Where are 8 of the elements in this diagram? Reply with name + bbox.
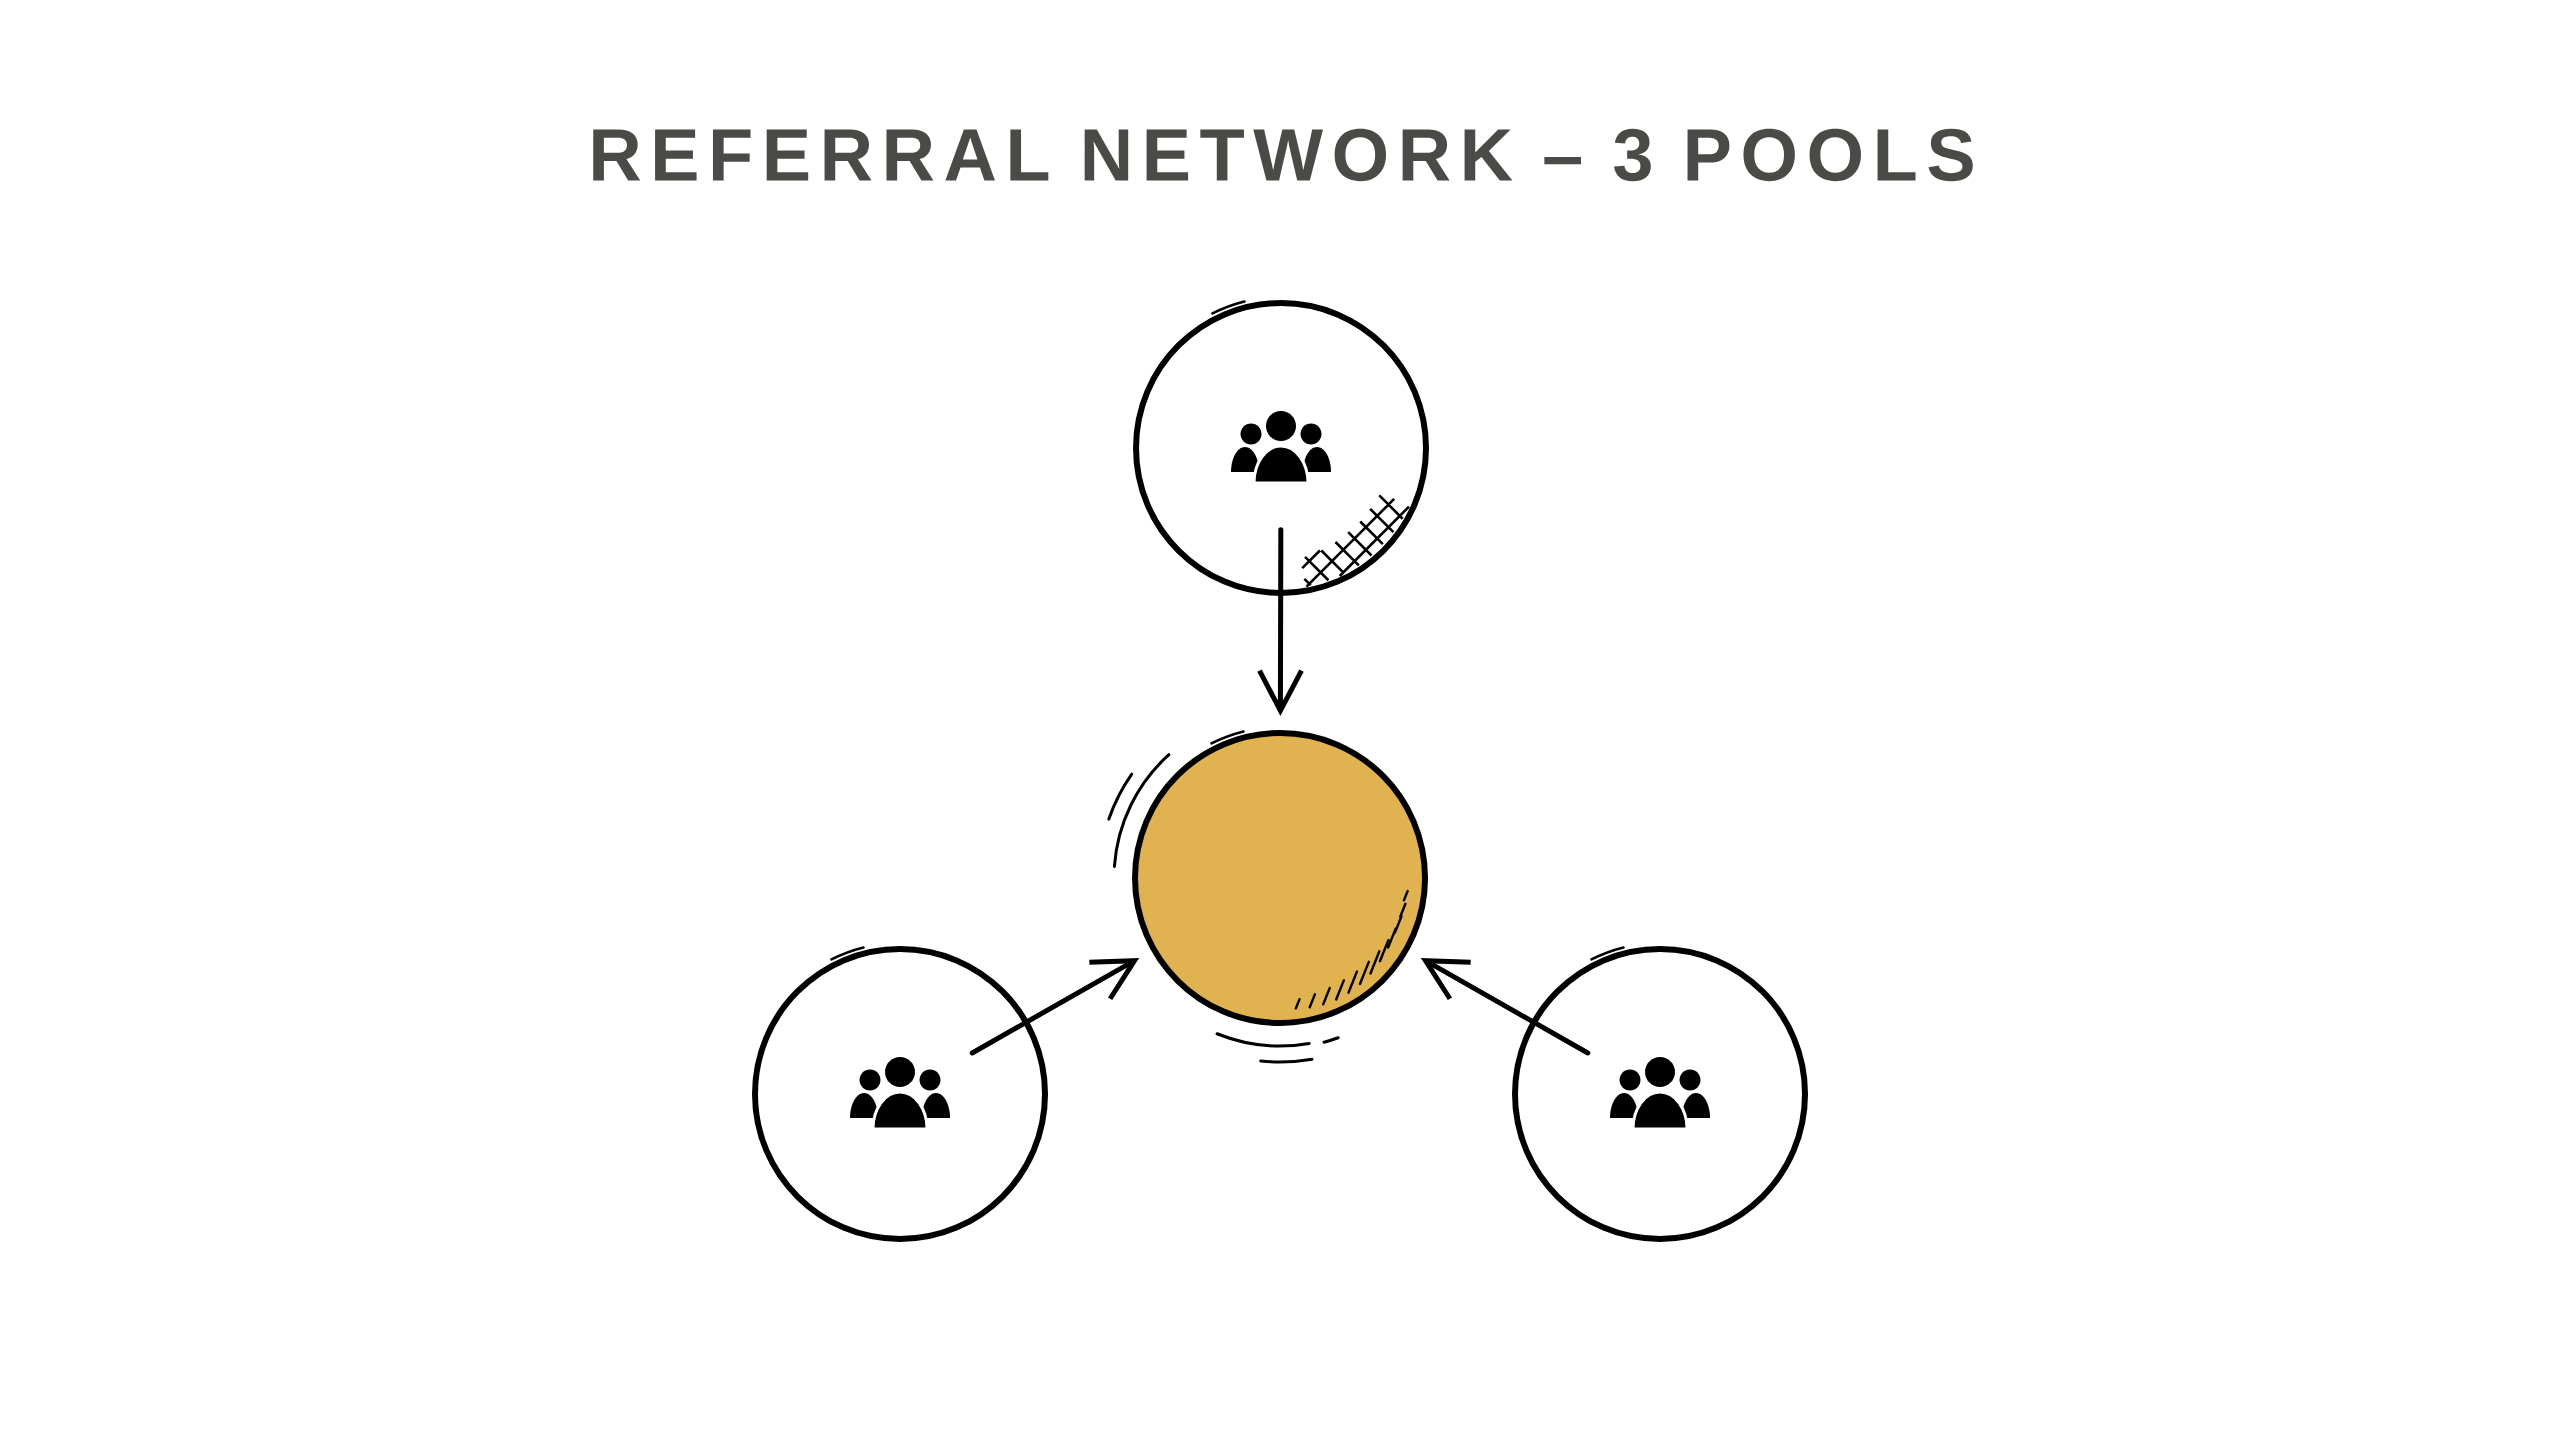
arrow [1420, 958, 1591, 1056]
title: REFERRAL NETWORK – 3 POOLS [593, 128, 1973, 182]
circle [1512, 946, 1808, 1242]
circle [1132, 730, 1428, 1026]
arrow [969, 958, 1140, 1056]
arrow [1257, 527, 1304, 716]
circle [1133, 300, 1429, 596]
circle [752, 946, 1048, 1242]
